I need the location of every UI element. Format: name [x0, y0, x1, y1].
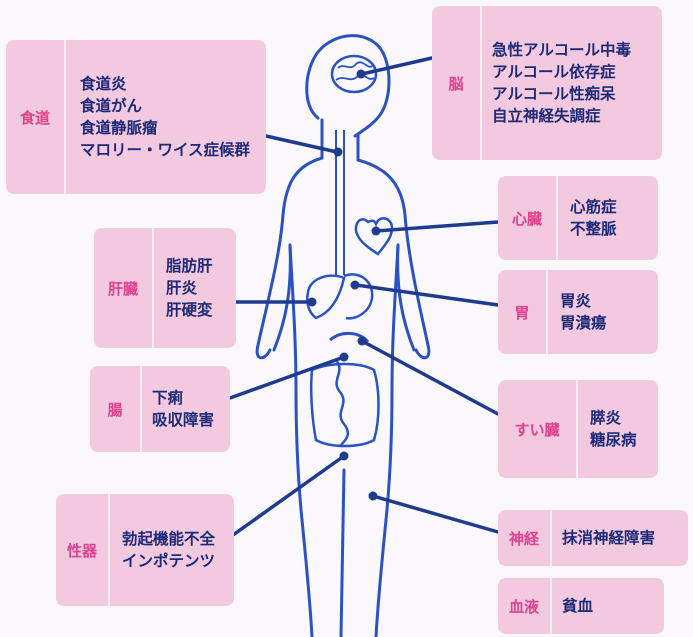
box-stomach: 胃 胃炎 胃潰瘍	[498, 270, 658, 354]
line-intestine	[228, 355, 346, 400]
organ-label: 肝臓	[94, 228, 154, 348]
condition: 胃炎	[560, 292, 592, 310]
line-brain	[360, 56, 434, 76]
condition: アルコール依存症	[492, 63, 616, 81]
condition: 食道炎	[80, 75, 127, 93]
connector-lines	[228, 56, 500, 537]
condition-list: 勃起機能不全 インポテンツ	[122, 494, 215, 606]
organ-label: 神経	[498, 510, 552, 566]
condition: 心筋症	[570, 198, 617, 216]
intestine-shape	[309, 359, 380, 448]
condition: 脂肪肝	[166, 257, 213, 275]
box-nerve: 神経 抹消神経障害	[498, 510, 688, 566]
organ-label: 血液	[498, 578, 552, 634]
box-pancreas: すい臓 膵炎 糖尿病	[498, 380, 658, 478]
condition-list: 下痢 吸収障害	[152, 366, 214, 452]
line-sexual	[231, 454, 346, 537]
line-nerve	[371, 494, 500, 534]
box-esophagus: 食道 食道炎 食道がん 食道静脈瘤 マロリー・ワイス症候群	[6, 40, 266, 194]
condition: 急性アルコール中毒	[492, 41, 632, 59]
condition-list: 心筋症 不整脈	[570, 176, 617, 260]
condition-list: 貧血	[562, 578, 593, 634]
box-sexual: 性器 勃起機能不全 インポテンツ	[56, 494, 234, 606]
stomach-shape	[343, 273, 374, 320]
box-heart: 心臓 心筋症 不整脈	[498, 176, 658, 260]
heart-shape	[354, 216, 394, 256]
line-heart	[374, 220, 500, 233]
organ-label: 胃	[498, 270, 548, 354]
body-outline	[255, 34, 431, 637]
condition-list: 急性アルコール中毒 アルコール依存症 アルコール性痴呆 自立神経失調症	[492, 6, 631, 160]
condition-list: 膵炎 糖尿病	[590, 380, 637, 478]
condition: 肝炎	[166, 279, 198, 297]
organ-label: 心臓	[498, 176, 558, 260]
condition: 糖尿病	[590, 431, 637, 449]
liver-shape	[306, 274, 346, 320]
condition: 勃起機能不全	[122, 530, 216, 548]
condition: 膵炎	[590, 409, 622, 427]
box-intestine: 腸 下痢 吸収障害	[90, 366, 230, 452]
condition: 下痢	[152, 389, 184, 407]
condition-list: 抹消神経障害	[562, 510, 655, 566]
condition-list: 食道炎 食道がん 食道静脈瘤 マロリー・ワイス症候群	[80, 40, 250, 194]
condition: インポテンツ	[122, 552, 216, 570]
box-liver: 肝臓 脂肪肝 肝炎 肝硬変	[94, 228, 236, 348]
condition: 自立神経失調症	[492, 107, 601, 125]
condition: 貧血	[562, 597, 594, 615]
organ-label: 食道	[6, 40, 66, 194]
line-pancreas	[360, 339, 500, 416]
box-blood: 血液 貧血	[498, 578, 664, 634]
organ-label: 腸	[90, 366, 142, 452]
organ-label: 脳	[432, 6, 482, 160]
organ-label: 性器	[56, 494, 110, 606]
condition: 食道静脈瘤	[80, 119, 158, 137]
condition: 抹消神経障害	[562, 529, 656, 547]
line-esophagus	[264, 134, 339, 154]
condition: 胃潰瘍	[560, 314, 607, 332]
condition-list: 胃炎 胃潰瘍	[560, 270, 607, 354]
box-brain: 脳 急性アルコール中毒 アルコール依存症 アルコール性痴呆 自立神経失調症	[432, 6, 662, 160]
condition: 吸収障害	[152, 411, 215, 429]
condition: 食道がん	[80, 97, 143, 115]
line-stomach	[354, 283, 500, 307]
condition-list: 脂肪肝 肝炎 肝硬変	[166, 228, 213, 348]
organ-label: すい臓	[498, 380, 578, 478]
condition: 肝硬変	[166, 301, 213, 319]
condition: 不整脈	[570, 220, 617, 238]
connector-dots	[307, 69, 381, 501]
condition: マロリー・ワイス症候群	[80, 141, 251, 159]
condition: アルコール性痴呆	[492, 85, 616, 103]
